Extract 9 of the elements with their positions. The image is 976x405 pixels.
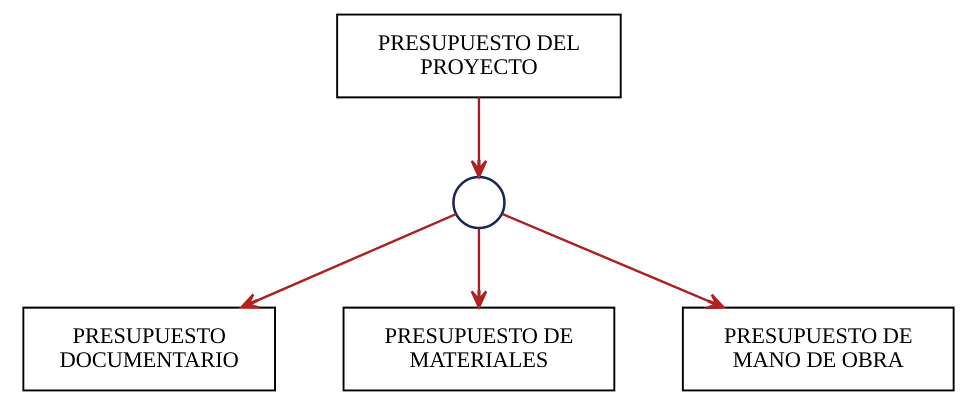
arrow <box>470 228 487 308</box>
node-box: PRESUPUESTO DE MATERIALES <box>342 306 615 392</box>
node-box: PRESUPUESTO DOCUMENTARIO <box>22 306 276 392</box>
node-box: PRESUPUESTO DEL PROYECTO <box>336 14 622 98</box>
arrow <box>240 213 456 309</box>
arrow <box>470 97 487 178</box>
arrow <box>501 212 724 310</box>
node-circle <box>452 176 506 230</box>
node-box: PRESUPUESTO DE MANO DE OBRA <box>681 306 954 392</box>
